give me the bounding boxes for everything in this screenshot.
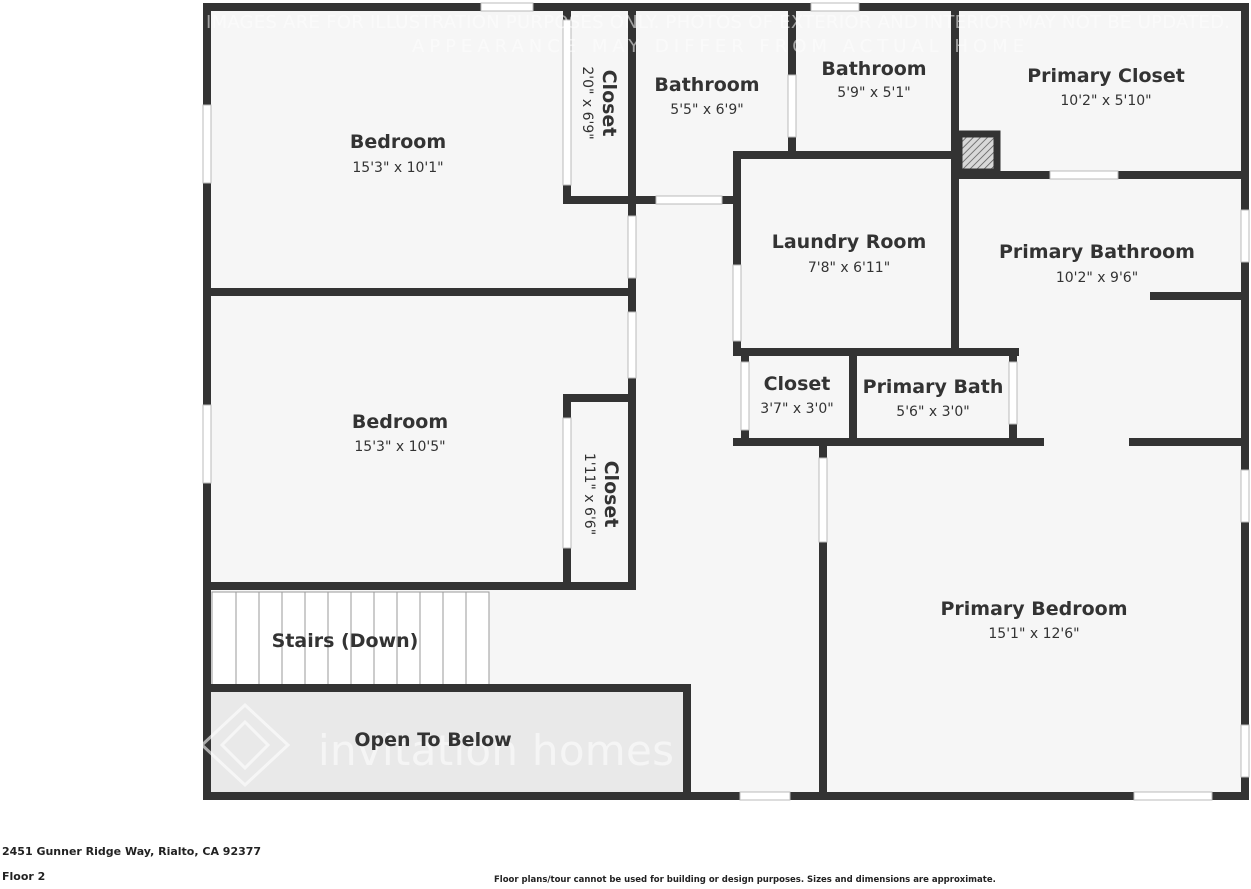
room-name-closet-1: Closet: [598, 70, 620, 137]
room-name-primary-bath: Primary Bath: [863, 376, 1004, 398]
room-dims-bathroom-1: 5'5" x 6'9": [670, 102, 743, 118]
room-dims-closet-2: 1'11" x 6'6": [581, 453, 597, 535]
room-dims-closet-1: 2'0" x 6'9": [579, 66, 595, 139]
room-dims-bathroom-2: 5'9" x 5'1": [837, 85, 910, 101]
open-to-below-area: [211, 692, 683, 792]
room-dims-primary-bath: 5'6" x 3'0": [896, 404, 969, 420]
stairs: [211, 591, 490, 686]
property-address: 2451 Gunner Ridge Way, Rialto, CA 92377: [2, 845, 262, 858]
room-name-bedroom-1: Bedroom: [350, 131, 446, 153]
room-name-bathroom-2: Bathroom: [821, 58, 926, 80]
watermark: IMAGES ARE FOR ILLUSTRATION PURPOSES ONL…: [199, 12, 1230, 788]
room-name-bedroom-2: Bedroom: [352, 411, 448, 433]
room-labels: Bedroom 15'3" x 10'1" Closet 2'0" x 6'9"…: [272, 58, 1195, 751]
floor-label: Floor 2: [2, 870, 46, 883]
room-name-laundry-room: Laundry Room: [772, 231, 927, 253]
watermark-line1: IMAGES ARE FOR ILLUSTRATION PURPOSES ONL…: [206, 12, 1230, 33]
room-dims-bedroom-1: 15'3" x 10'1": [352, 160, 443, 176]
room-dims-laundry-room: 7'8" x 6'11": [808, 260, 890, 276]
room-name-primary-bedroom: Primary Bedroom: [940, 598, 1127, 620]
room-name-closet-2: Closet: [600, 461, 622, 528]
room-name-primary-closet: Primary Closet: [1027, 65, 1185, 87]
room-name-bathroom-1: Bathroom: [654, 74, 759, 96]
watermark-brand: invitation homes: [318, 726, 674, 775]
room-dims-closet-3: 3'7" x 3'0": [760, 401, 833, 417]
room-name-closet-3: Closet: [764, 373, 831, 395]
room-name-open-to-below: Open To Below: [354, 729, 511, 751]
watermark-line2: APPEARANCE MAY DIFFER FROM ACTUAL HOME: [412, 36, 1024, 57]
brand-logo-icon: [199, 702, 291, 788]
room-dims-primary-closet: 10'2" x 5'10": [1060, 93, 1151, 109]
shaft: [955, 130, 1001, 176]
room-dims-primary-bedroom: 15'1" x 12'6": [988, 626, 1079, 642]
room-name-stairs: Stairs (Down): [272, 630, 419, 652]
room-dims-primary-bathroom: 10'2" x 9'6": [1056, 270, 1138, 286]
room-dims-bedroom-2: 15'3" x 10'5": [354, 439, 445, 455]
room-name-primary-bathroom: Primary Bathroom: [999, 241, 1195, 263]
openings: [202, 2, 1250, 801]
disclaimer: Floor plans/tour cannot be used for buil…: [494, 875, 996, 885]
